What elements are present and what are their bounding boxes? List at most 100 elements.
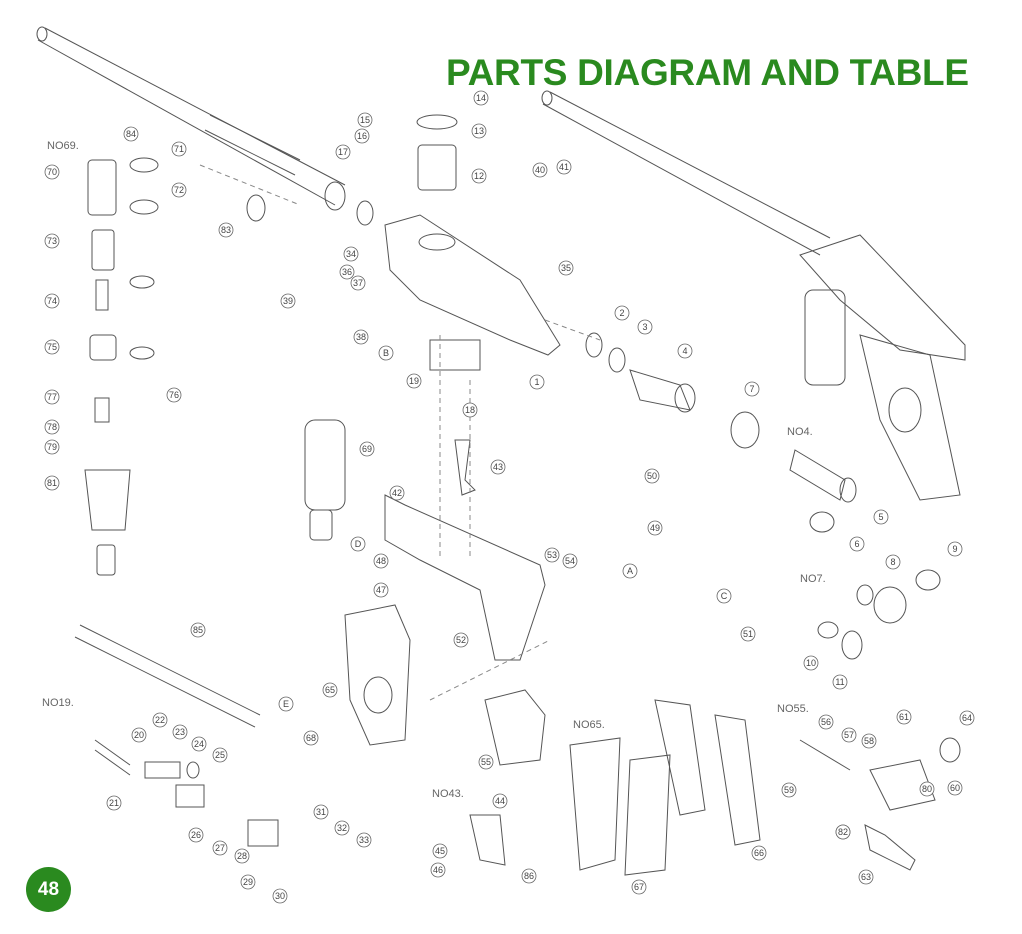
callout-label: 9 bbox=[952, 544, 957, 554]
callout-label: 71 bbox=[174, 144, 184, 154]
callout-bubble bbox=[896, 709, 912, 725]
callout-bubble bbox=[751, 845, 767, 861]
callout-label: 24 bbox=[194, 739, 204, 749]
callout-bubble bbox=[430, 862, 446, 878]
group-label: NO19. bbox=[42, 697, 74, 709]
callout-label: 57 bbox=[844, 730, 854, 740]
callout-label: 76 bbox=[169, 390, 179, 400]
callout-bubble bbox=[471, 123, 487, 139]
callout-bubble bbox=[172, 724, 188, 740]
group-label: NO69. bbox=[47, 140, 79, 152]
callout-bubble bbox=[234, 848, 250, 864]
callout-label: 39 bbox=[283, 296, 293, 306]
callout-bubble bbox=[389, 485, 405, 501]
callout-label: A bbox=[627, 566, 633, 576]
no55-assembly bbox=[799, 737, 961, 871]
callout-label: 81 bbox=[47, 478, 57, 488]
callout-label: 22 bbox=[155, 715, 165, 725]
bolt-assembly bbox=[629, 369, 857, 533]
callout-bubble bbox=[350, 536, 366, 552]
callout-label: 63 bbox=[861, 872, 871, 882]
callout-label: 83 bbox=[221, 225, 231, 235]
callout-label: 23 bbox=[175, 727, 185, 737]
callout-bubble bbox=[492, 793, 508, 809]
callout-bubble bbox=[373, 582, 389, 598]
callout-bubble bbox=[556, 159, 572, 175]
callout-label: 33 bbox=[359, 835, 369, 845]
callout-bubble bbox=[44, 419, 60, 435]
callout-bubble bbox=[339, 264, 355, 280]
callout-label: 46 bbox=[433, 865, 443, 875]
group-label: NO43. bbox=[432, 788, 464, 800]
callout-label: 51 bbox=[743, 629, 753, 639]
callout-label: 61 bbox=[899, 712, 909, 722]
callout-label: 27 bbox=[215, 843, 225, 853]
callout-bubble bbox=[478, 754, 494, 770]
callout-bubble bbox=[350, 275, 366, 291]
assembled-marker bbox=[799, 234, 966, 501]
callout-bubble bbox=[622, 563, 638, 579]
callout-label: 59 bbox=[784, 785, 794, 795]
callout-label: 45 bbox=[435, 846, 445, 856]
callout-label: 55 bbox=[481, 757, 491, 767]
callout-label: 16 bbox=[357, 131, 367, 141]
marker-body bbox=[384, 114, 561, 356]
callout-label: 47 bbox=[376, 585, 386, 595]
callout-label: 40 bbox=[535, 165, 545, 175]
callout-label: 38 bbox=[356, 332, 366, 342]
group-labels: NO69. NO4. NO7. NO19. NO43. NO65. NO55. bbox=[42, 140, 826, 800]
callout-bubble bbox=[322, 682, 338, 698]
callout-bubble bbox=[453, 632, 469, 648]
callout-bubble bbox=[818, 714, 834, 730]
group-label: NO7. bbox=[800, 573, 826, 585]
callout-label: 14 bbox=[476, 93, 486, 103]
callout-bubble bbox=[44, 339, 60, 355]
callout-bubble bbox=[354, 128, 370, 144]
part-callouts: 1234567891011121314151617181920212223242… bbox=[44, 90, 975, 904]
callout-bubble bbox=[188, 827, 204, 843]
callout-bubble bbox=[614, 305, 630, 321]
callout-bubble bbox=[744, 381, 760, 397]
callout-bubble bbox=[171, 182, 187, 198]
callout-bubble bbox=[858, 869, 874, 885]
callout-bubble bbox=[373, 553, 389, 569]
callout-label: 79 bbox=[47, 442, 57, 452]
barrel-left bbox=[36, 26, 346, 211]
callout-label: 17 bbox=[338, 147, 348, 157]
regulator-stack bbox=[84, 157, 159, 576]
callout-label: 82 bbox=[838, 827, 848, 837]
callout-bubble bbox=[343, 246, 359, 262]
callout-bubble bbox=[849, 536, 865, 552]
callout-label: 1 bbox=[534, 377, 539, 387]
callout-bubble bbox=[716, 588, 732, 604]
feed-tube bbox=[74, 624, 261, 728]
callout-bubble bbox=[803, 655, 819, 671]
callout-label: 10 bbox=[806, 658, 816, 668]
callout-label: 34 bbox=[346, 249, 356, 259]
callout-label: 60 bbox=[950, 783, 960, 793]
callout-label: 31 bbox=[316, 807, 326, 817]
callout-bubble bbox=[406, 373, 422, 389]
callout-label: 11 bbox=[835, 677, 844, 687]
callout-bubble bbox=[191, 736, 207, 752]
callout-bubble bbox=[947, 541, 963, 557]
grip-left bbox=[344, 604, 411, 746]
callout-bubble bbox=[171, 141, 187, 157]
callout-label: 53 bbox=[547, 550, 557, 560]
callout-bubble bbox=[740, 626, 756, 642]
callout-label: 28 bbox=[237, 851, 247, 861]
callout-bubble bbox=[947, 780, 963, 796]
callout-bubble bbox=[677, 343, 693, 359]
callout-label: 30 bbox=[275, 891, 285, 901]
callout-bubble bbox=[212, 747, 228, 763]
callout-bubble bbox=[959, 710, 975, 726]
callout-label: 13 bbox=[474, 126, 484, 136]
callout-bubble bbox=[644, 468, 660, 484]
group-label: NO4. bbox=[787, 426, 813, 438]
callout-bubble bbox=[473, 90, 489, 106]
callout-bubble bbox=[357, 112, 373, 128]
callout-label: 42 bbox=[392, 488, 402, 498]
callout-label: 12 bbox=[474, 171, 484, 181]
callout-bubble bbox=[44, 293, 60, 309]
